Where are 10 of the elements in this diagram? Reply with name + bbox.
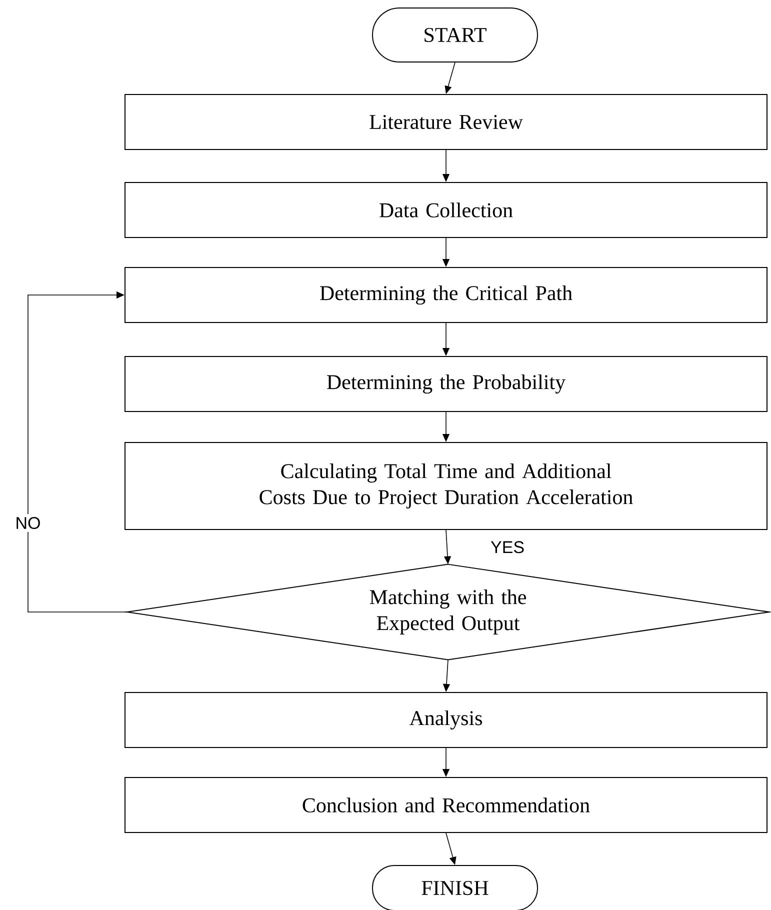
process-box: Calculating Total Time and Additional Costs Due to Project Duration Acceleration [124, 442, 768, 530]
edge-label: YES [490, 541, 524, 554]
process-box: Analysis [124, 692, 768, 748]
process-box: Conclusion and Recommendation [124, 777, 768, 834]
edge-label: NO [12, 514, 44, 532]
process-box: Determining the Probability [124, 356, 768, 412]
process-box: Literature Review [124, 94, 768, 150]
arrow [28, 291, 128, 612]
process-box: Data Collection [124, 182, 768, 238]
process-box: Determining the Critical Path [124, 267, 768, 323]
